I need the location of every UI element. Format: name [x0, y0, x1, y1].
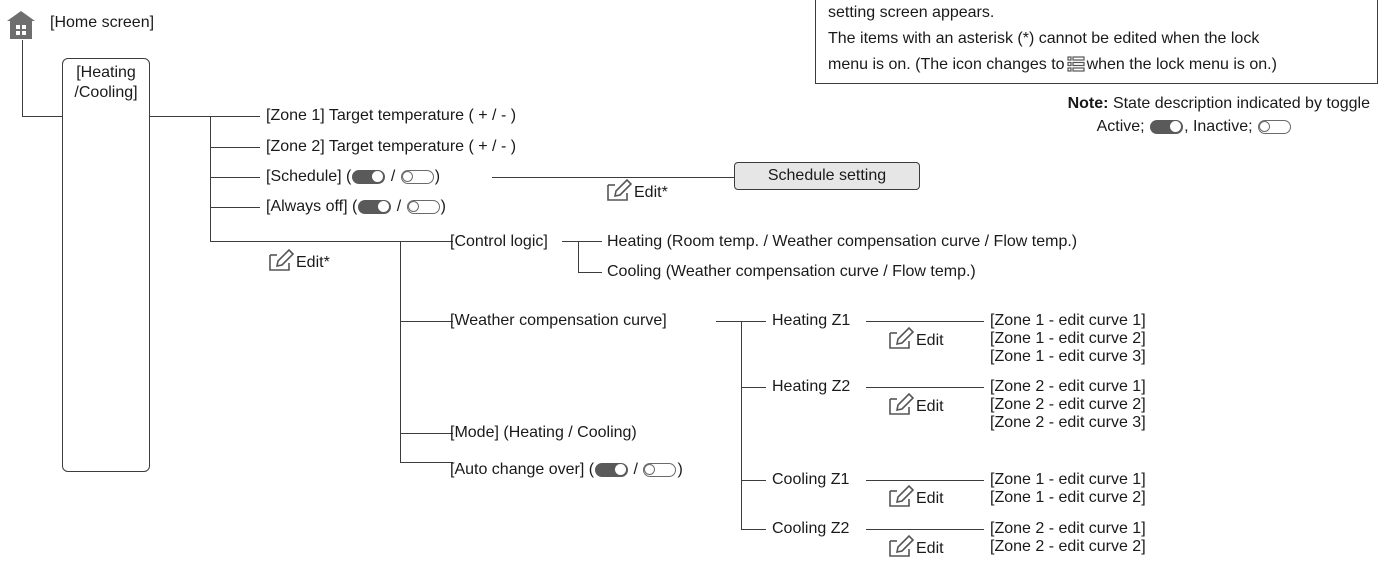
cooling-z2[interactable]: Cooling Z2: [772, 520, 850, 537]
toggle-active-icon: [595, 463, 629, 477]
curve-item[interactable]: [Zone 2 - edit curve 1]: [990, 520, 1146, 537]
note-line-1: setting screen appears.: [828, 4, 995, 21]
home-icon: [7, 11, 35, 39]
schedule-setting-button[interactable]: Schedule setting: [734, 162, 920, 190]
toggle-inactive-icon: [643, 463, 677, 477]
edit-star-schedule[interactable]: Edit*: [606, 178, 668, 202]
edit-icon: [889, 392, 914, 415]
heating-z2-curves: [Zone 2 - edit curve 1] [Zone 2 - edit c…: [990, 378, 1146, 432]
note-legend-toggles: Active; , Inactive;: [1097, 118, 1292, 136]
edit-heating-z1[interactable]: Edit: [888, 326, 944, 350]
curve-item[interactable]: [Zone 1 - edit curve 1]: [990, 471, 1146, 488]
control-logic-item[interactable]: [Control logic]: [450, 233, 548, 250]
toggle-active-icon: [352, 170, 386, 184]
cooling-z1[interactable]: Cooling Z1: [772, 471, 850, 488]
toggle-active-icon: [1150, 120, 1184, 134]
lock-note-box: setting screen appears. The items with a…: [815, 0, 1378, 84]
note-line-2: The items with an asterisk (*) cannot be…: [828, 30, 1260, 47]
heating-z2[interactable]: Heating Z2: [772, 378, 851, 395]
heating-z1[interactable]: Heating Z1: [772, 312, 851, 329]
edit-heating-z2[interactable]: Edit: [888, 392, 944, 416]
edit-icon: [269, 248, 294, 271]
toggle-inactive-icon: [1258, 120, 1291, 134]
toggle-inactive-icon: [400, 170, 434, 184]
heating-z1-curves: [Zone 1 - edit curve 1] [Zone 1 - edit c…: [990, 312, 1146, 366]
curve-item[interactable]: [Zone 1 - edit curve 3]: [990, 348, 1146, 365]
cooling-z2-curves: [Zone 2 - edit curve 1] [Zone 2 - edit c…: [990, 520, 1146, 556]
edit-cooling-z2[interactable]: Edit: [888, 534, 944, 558]
heating-cooling-menu-box[interactable]: [Heating /Cooling]: [62, 58, 150, 472]
note-legend-line: Note: State description indicated by tog…: [1067, 95, 1370, 112]
edit-icon: [607, 178, 632, 201]
home-screen-label: [Home screen]: [50, 14, 155, 31]
mode-item[interactable]: [Mode] (Heating / Cooling): [450, 424, 637, 441]
lock-menu-list-icon: [1066, 56, 1085, 72]
heating-cooling-label: [Heating /Cooling]: [74, 64, 138, 101]
cooling-z1-curves: [Zone 1 - edit curve 1] [Zone 1 - edit c…: [990, 471, 1146, 507]
weather-compensation-curve-item[interactable]: [Weather compensation curve]: [450, 312, 667, 329]
zone1-target-temperature[interactable]: [Zone 1] Target temperature ( + / - ): [266, 107, 517, 124]
curve-item[interactable]: [Zone 1 - edit curve 2]: [990, 489, 1146, 506]
edit-star-main[interactable]: Edit*: [268, 248, 330, 272]
edit-icon: [889, 484, 914, 507]
edit-icon: [889, 534, 914, 557]
toggle-active-icon: [358, 200, 392, 214]
schedule-item[interactable]: [Schedule] ( / ): [266, 168, 441, 185]
curve-item[interactable]: [Zone 1 - edit curve 2]: [990, 330, 1146, 347]
control-logic-heating: Heating (Room temp. / Weather compensati…: [607, 233, 1078, 250]
auto-change-over-item[interactable]: [Auto change over] ( / ): [450, 461, 683, 478]
curve-item[interactable]: [Zone 2 - edit curve 2]: [990, 538, 1146, 555]
curve-item[interactable]: [Zone 2 - edit curve 2]: [990, 396, 1146, 413]
curve-item[interactable]: [Zone 1 - edit curve 1]: [990, 312, 1146, 329]
edit-cooling-z1[interactable]: Edit: [888, 484, 944, 508]
zone2-target-temperature[interactable]: [Zone 2] Target temperature ( + / - ): [266, 138, 517, 155]
curve-item[interactable]: [Zone 2 - edit curve 3]: [990, 414, 1146, 431]
curve-item[interactable]: [Zone 2 - edit curve 1]: [990, 378, 1146, 395]
always-off-item[interactable]: [Always off] ( / ): [266, 198, 446, 215]
toggle-inactive-icon: [406, 200, 440, 214]
control-logic-cooling: Cooling (Weather compensation curve / Fl…: [607, 263, 976, 280]
edit-icon: [889, 326, 914, 349]
